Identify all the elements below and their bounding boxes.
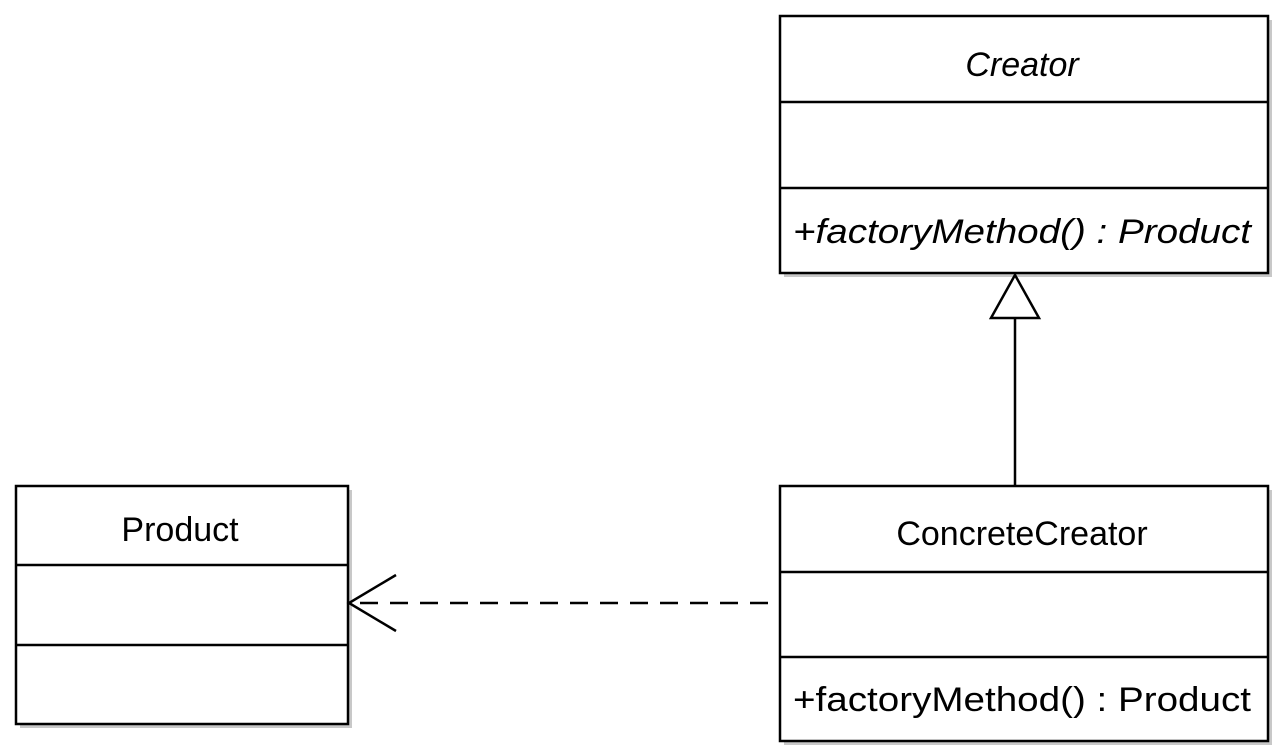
class-creator[interactable]: Creator +factoryMethod() : Product [778, 14, 1270, 275]
class-product[interactable]: Product [14, 484, 350, 726]
class-concrete-creator-method: +factoryMethod() : Product [793, 681, 1252, 719]
class-creator-box [778, 14, 1270, 275]
class-concrete-creator-name: ConcreteCreator [896, 515, 1147, 553]
class-product-name: Product [121, 511, 239, 549]
dependency-arrow[interactable] [346, 573, 768, 633]
class-concrete-creator[interactable]: ConcreteCreator +factoryMethod() : Produ… [778, 484, 1270, 743]
dependency-open-arrowhead-icon [346, 573, 397, 633]
class-concrete-creator-box [778, 484, 1270, 743]
generalization-arrowhead-icon [988, 272, 1042, 320]
class-product-box [14, 484, 350, 726]
class-creator-name: Creator [965, 46, 1080, 84]
generalization-arrow[interactable] [988, 272, 1042, 486]
class-creator-method: +factoryMethod() : Product [793, 213, 1253, 251]
